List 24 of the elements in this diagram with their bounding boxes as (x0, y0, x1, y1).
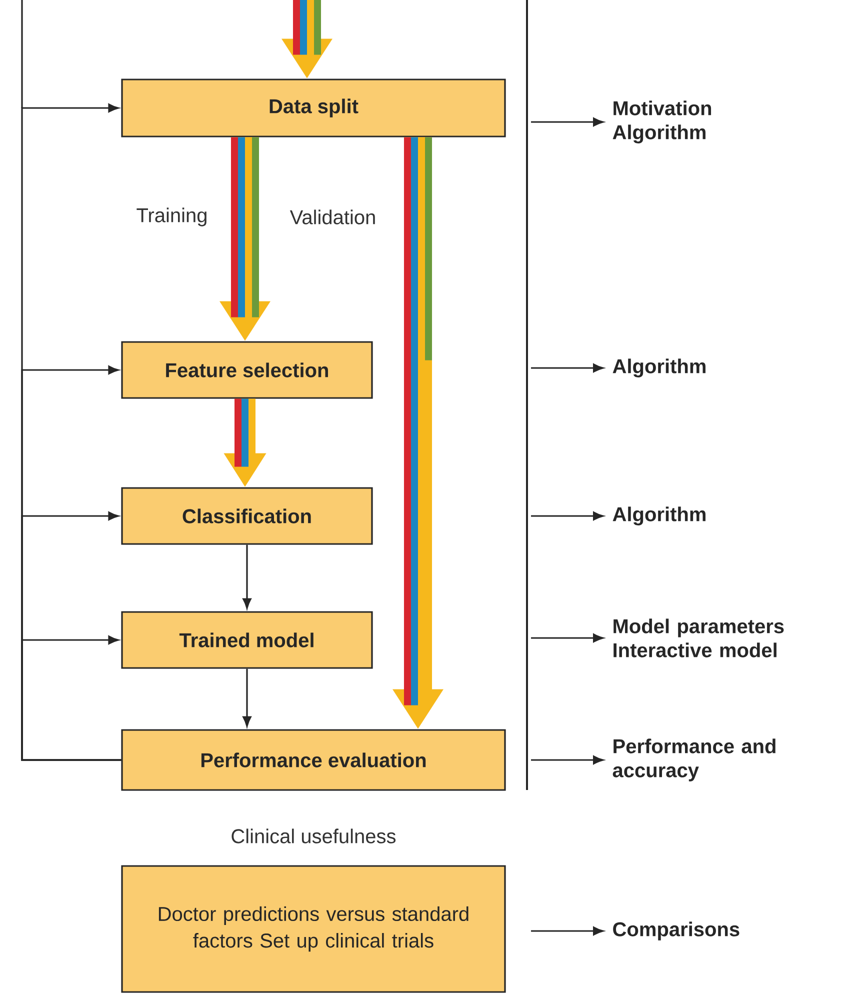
process-box: Performance evaluation (121, 729, 506, 791)
process-box: Data split (121, 78, 506, 138)
arrow (531, 926, 604, 936)
heading: Clinical usefulness (232, 828, 396, 844)
arrow (242, 668, 252, 727)
output-label: Model parameters Interactive model (614, 618, 784, 658)
arrow (531, 364, 604, 372)
edge-label: Training (134, 206, 210, 228)
arrow (242, 544, 252, 609)
process-box: Classification (121, 487, 373, 545)
output-label: Comparisons (613, 922, 740, 940)
output-label: Motivation Algorithm (612, 100, 712, 144)
arrow (21, 636, 122, 761)
output-label: Performance and accuracy (612, 738, 776, 782)
arrow (531, 512, 604, 520)
process-box: Doctor predictions versus standard factors Set up clinical trials (121, 865, 506, 993)
edge-label: Validation (288, 208, 378, 226)
arrow (531, 118, 604, 126)
process-box: Feature selection (121, 341, 373, 399)
output-label: Algorithm (612, 358, 706, 378)
arrow (531, 756, 604, 764)
output-label: Algorithm (612, 506, 706, 526)
process-box: Trained model (121, 611, 373, 669)
arrow (531, 634, 604, 642)
